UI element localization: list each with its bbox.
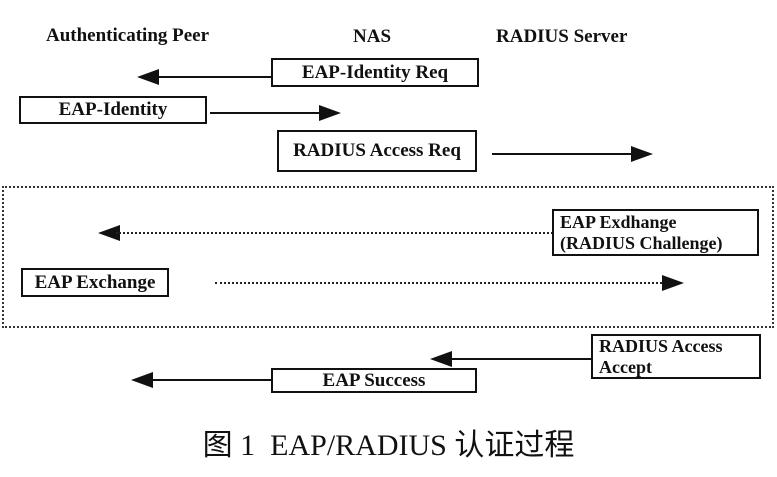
arrow-dotted-left-eap-exchange-challenge	[98, 225, 553, 241]
message-box-eap-identity-req: EAP-Identity Req	[271, 58, 479, 87]
arrow-left-eap-success	[131, 372, 272, 388]
arrowhead-left-icon	[131, 372, 153, 388]
message-box-eap-success: EAP Success	[271, 368, 477, 393]
arrow-shaft-dotted	[215, 282, 666, 284]
arrow-shaft	[210, 112, 323, 114]
arrow-shaft	[492, 153, 635, 155]
arrow-right-radius-access-req	[492, 146, 653, 162]
message-box-eap-identity: EAP-Identity	[19, 96, 207, 124]
message-line-eap-exchange: EAP Exdhange	[560, 211, 677, 232]
arrow-left-eap-identity-req	[137, 69, 272, 85]
message-box-eap-exchange-radius-challenge: EAP Exdhange (RADIUS Challenge)	[552, 209, 759, 256]
message-box-radius-access-req: RADIUS Access Req	[277, 130, 477, 172]
arrow-shaft-dotted	[116, 232, 553, 234]
arrowhead-right-icon	[662, 275, 684, 291]
arrow-right-eap-identity	[210, 105, 341, 121]
arrowhead-right-icon	[319, 105, 341, 121]
arrowhead-right-icon	[631, 146, 653, 162]
eap-exchange-phase-region	[2, 186, 774, 328]
message-box-radius-access-accept: RADIUS Access Accept	[591, 334, 761, 379]
arrowhead-left-icon	[137, 69, 159, 85]
arrowhead-left-icon	[430, 351, 452, 367]
message-line-radius-access: RADIUS Access	[599, 335, 723, 356]
message-line-radius-challenge: (RADIUS Challenge)	[560, 232, 723, 253]
figure-caption: 图 1 EAP/RADIUS 认证过程	[202, 429, 575, 462]
arrow-shaft	[448, 358, 592, 360]
arrowhead-left-icon	[98, 225, 120, 241]
column-header-authenticating-peer: Authenticating Peer	[46, 25, 210, 46]
message-line-accept: Accept	[599, 356, 652, 377]
message-box-eap-exchange: EAP Exchange	[21, 268, 169, 297]
column-header-radius-server: RADIUS Server	[496, 26, 628, 47]
column-header-nas: NAS	[353, 26, 392, 47]
arrow-shaft	[155, 76, 272, 78]
arrow-dotted-right-eap-exchange	[215, 275, 684, 291]
arrow-shaft	[149, 379, 272, 381]
arrow-left-radius-access-accept	[430, 351, 592, 367]
